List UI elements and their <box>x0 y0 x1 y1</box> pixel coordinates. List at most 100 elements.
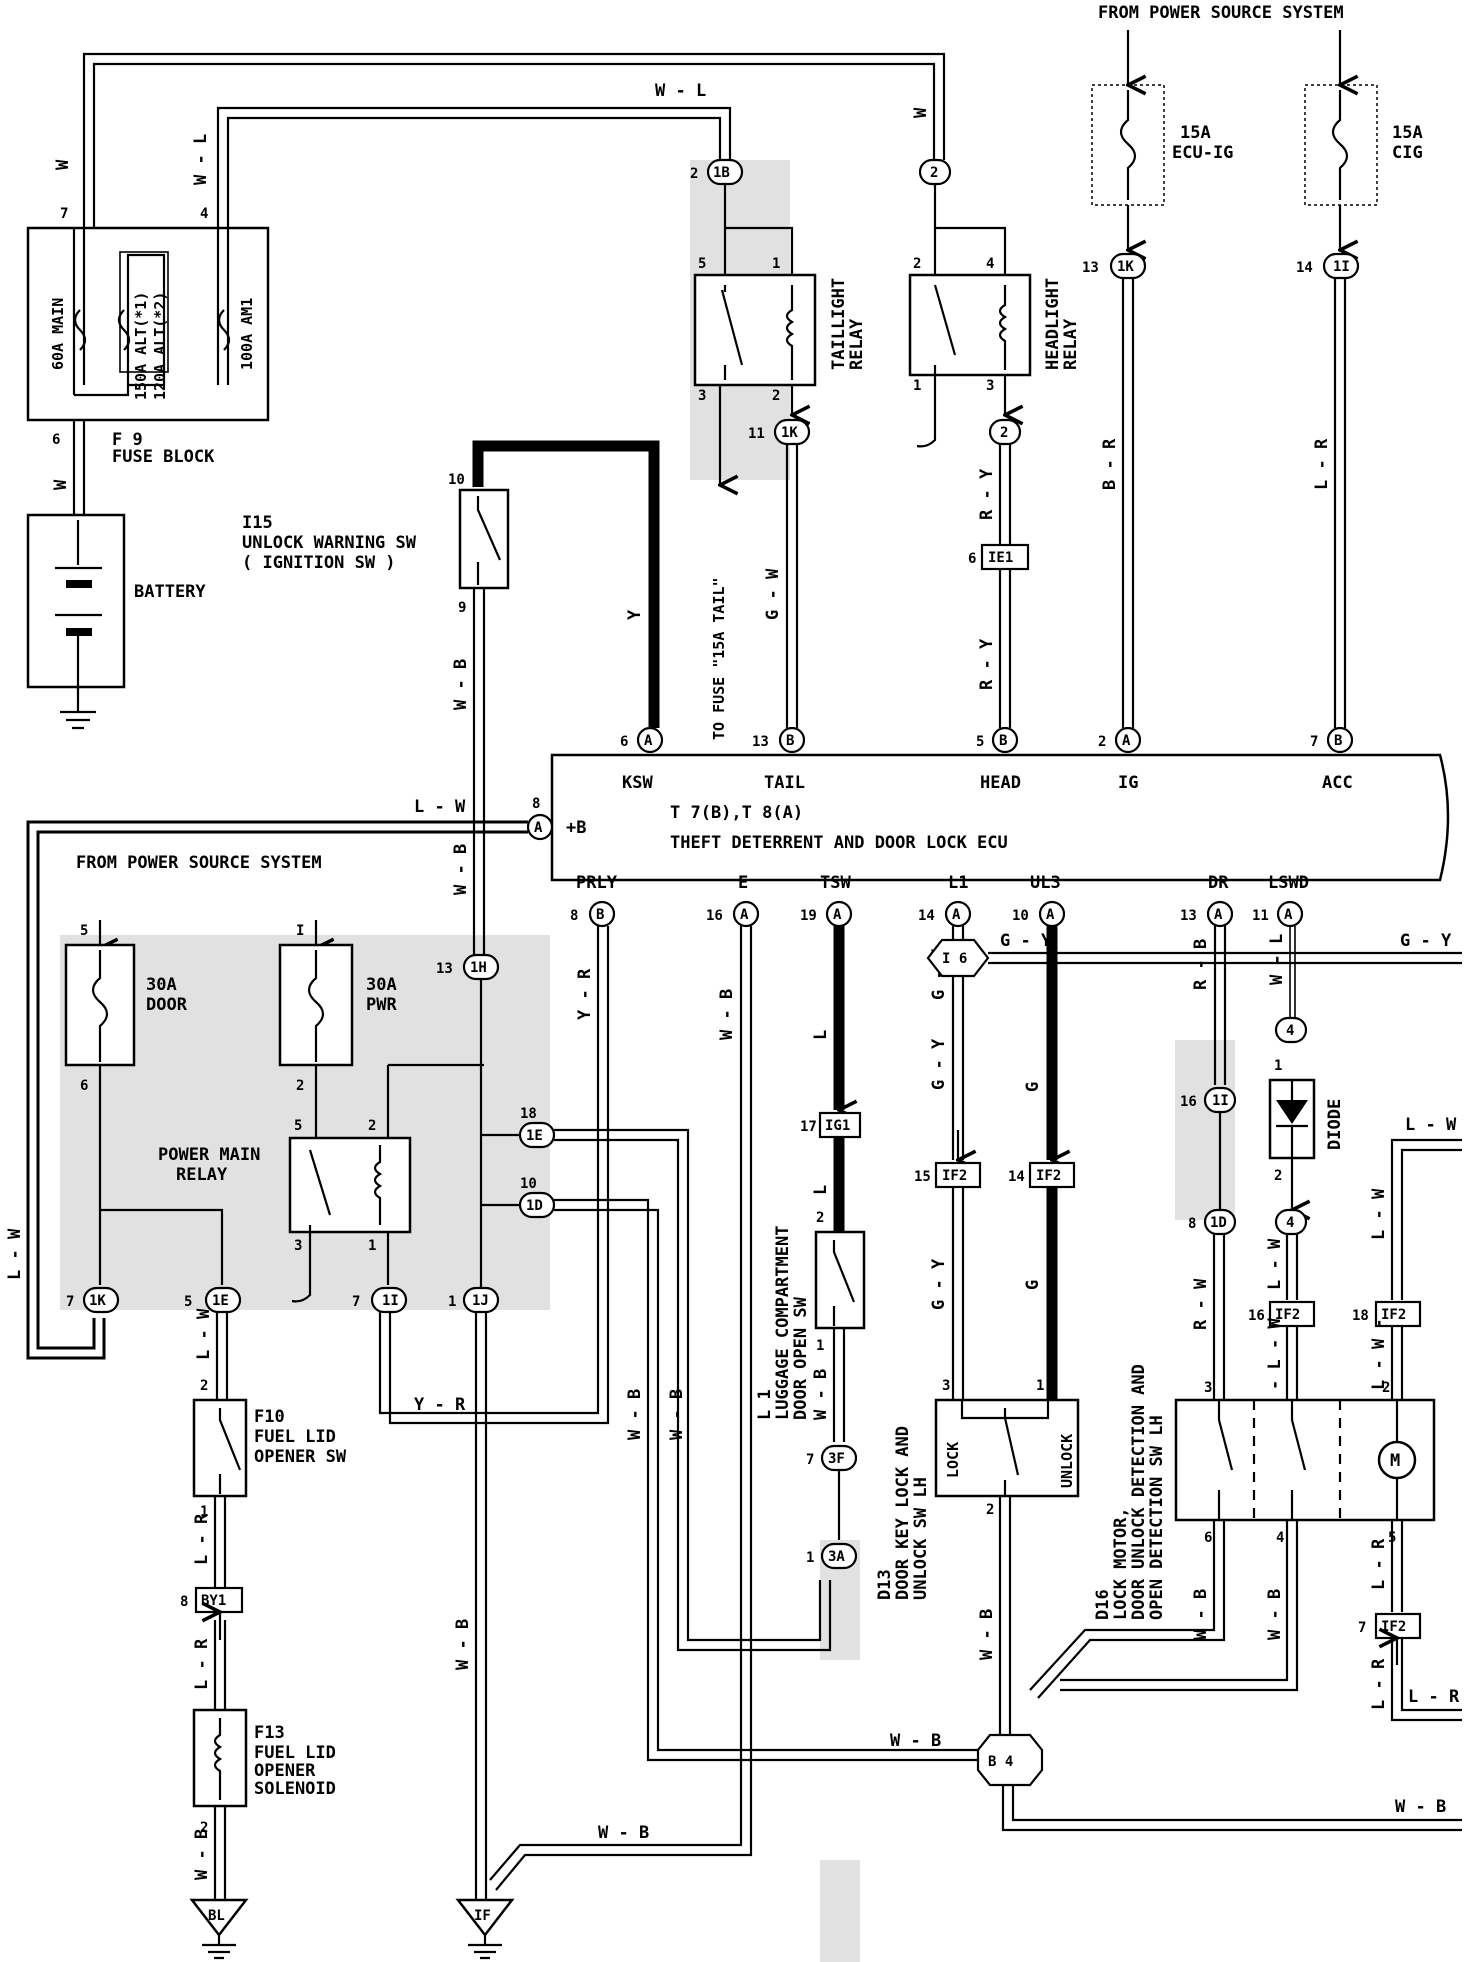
pin-label: 2 <box>200 1820 208 1836</box>
pin-label: I <box>296 923 304 939</box>
wire-color: W - B <box>1395 1797 1446 1817</box>
fuse-label-alt2: 120A ALT(*2) <box>151 292 169 400</box>
fuel-lid-solenoid <box>192 1708 248 1808</box>
ground-IF: IF <box>455 1898 515 1960</box>
svg-text:17: 17 <box>800 1119 817 1135</box>
wire-color: W - B <box>192 1829 212 1880</box>
ecu-box: KSW TAIL HEAD IG ACC +B T 7(B),T 8(A) TH… <box>550 753 1450 893</box>
wire-color: L - W - <box>1369 1318 1389 1390</box>
pin-label: 3 <box>294 1238 302 1254</box>
svg-text:I 6: I 6 <box>942 951 967 967</box>
ecu-terminal-lswd: LSWD <box>1268 873 1309 893</box>
connector-3A: 3A 1 <box>806 1542 858 1570</box>
svg-text:5: 5 <box>184 1294 192 1310</box>
pin-label: 3 <box>942 1378 950 1394</box>
connector-1E-low: 1E 5 <box>184 1286 242 1314</box>
unlock-warning-switch <box>458 488 510 590</box>
svg-text:IF2: IF2 <box>1381 1307 1406 1323</box>
svg-text:1: 1 <box>806 1550 814 1566</box>
svg-text:IE1: IE1 <box>988 550 1013 566</box>
wire-color: W - B <box>1265 1589 1285 1640</box>
relay-label: HEADLIGHT <box>1043 278 1063 370</box>
wire-color: L - R <box>192 1513 212 1565</box>
wire-color: Y - R <box>575 968 595 1020</box>
svg-text:16: 16 <box>1180 1094 1197 1110</box>
svg-text:IF2: IF2 <box>942 1168 967 1184</box>
wire-color: L - R <box>1369 1538 1389 1590</box>
fuel-lid-sw-label: FUEL LID <box>254 1427 336 1447</box>
svg-text:A: A <box>952 907 961 923</box>
wire-color: R - B <box>1191 939 1211 990</box>
connector-BY1: BY1 8 <box>180 1586 244 1614</box>
fuse-label-alt1: 150A ALT(*1) <box>132 292 150 400</box>
svg-text:8: 8 <box>570 908 578 924</box>
svg-text:A: A <box>644 733 653 749</box>
fuse-ecu-ig: 15A ECU-IG <box>1091 30 1233 206</box>
fuse-label-main: 60A MAIN <box>49 298 67 370</box>
pin-label: 1 <box>913 378 921 394</box>
pin-label: 13 <box>1082 260 1099 276</box>
svg-text:1K: 1K <box>781 425 798 441</box>
pin-label: 3 <box>698 388 706 404</box>
svg-text:5: 5 <box>976 734 984 750</box>
pin-label: 3 <box>986 378 994 394</box>
wire-color: G - Y <box>1000 931 1052 951</box>
wire-color: L - R <box>1408 1687 1460 1707</box>
connector-3F: 3F 7 <box>806 1444 858 1472</box>
svg-text:BL: BL <box>208 1908 225 1924</box>
wire-color: W - B <box>717 989 737 1040</box>
door-key-switch: LOCK UNLOCK <box>934 1398 1080 1498</box>
svg-text:3A: 3A <box>828 1549 845 1565</box>
solenoid-id: F13 <box>254 1723 285 1743</box>
svg-text:IF2: IF2 <box>1275 1307 1300 1323</box>
ecu-bottom-connectors: B 8 A 16 A 19 A 14 A 10 A 13 A 11 <box>570 900 1304 928</box>
ecu-terminal-tail: TAIL <box>764 773 805 793</box>
connector-1E-side: 1E 18 <box>518 1106 556 1149</box>
fuse-cig: 15A CIG <box>1304 30 1423 206</box>
svg-text:7: 7 <box>1310 734 1318 750</box>
pin-label: 2 <box>368 1118 376 1134</box>
connector-1B: 1B <box>706 158 744 186</box>
pin-label: 9 <box>458 600 466 616</box>
wire-color: G <box>1023 1082 1043 1092</box>
ground-BL: BL <box>189 1898 249 1960</box>
pin-label: 1 <box>200 1504 208 1520</box>
pin-label: 5 <box>294 1118 302 1134</box>
pin-label: 6 <box>1204 1530 1212 1546</box>
relay-label: TAILLIGHT <box>829 278 849 370</box>
svg-text:6: 6 <box>620 734 628 750</box>
diode <box>1268 1078 1316 1160</box>
solenoid-label2: OPENER <box>254 1761 316 1781</box>
svg-text:A: A <box>1046 907 1055 923</box>
fuse-rating: 30A <box>146 975 177 995</box>
pin-label: 4 <box>986 256 994 272</box>
ecu-top-connectors: A 6 B 13 B 5 A 2 B 7 <box>620 726 1354 754</box>
solenoid-label3: SOLENOID <box>254 1779 336 1799</box>
fuse-label-am1: 100A AM1 <box>238 298 256 370</box>
pin-label: 7 <box>60 206 68 222</box>
svg-text:1H: 1H <box>470 960 487 976</box>
svg-text:1I: 1I <box>382 1293 399 1309</box>
luggage-switch <box>814 1230 866 1330</box>
wire-color: W <box>53 159 73 170</box>
svg-text:1K: 1K <box>89 1293 106 1309</box>
ecu-terminal-e: E <box>738 873 748 893</box>
connector-IE1: IE1 <box>980 543 1030 571</box>
svg-text:A: A <box>1214 907 1223 923</box>
pin-label: 5 <box>698 256 706 272</box>
luggage-sw-label: LUGGAGE COMPARTMENT <box>773 1226 793 1420</box>
connector-1K-low: 1K 7 <box>66 1286 120 1314</box>
door-key-sw-label2: UNLOCK SW LH <box>911 1477 931 1600</box>
fuel-lid-sw-label2: OPENER SW <box>254 1447 347 1467</box>
ecu-terminal-head: HEAD <box>980 773 1021 793</box>
pin-label: 6 <box>52 432 60 448</box>
svg-text:4: 4 <box>1286 1215 1294 1231</box>
pin-label: 11 <box>748 426 765 442</box>
wire-color: R - W <box>1191 1278 1211 1330</box>
relay-label: RELAY <box>1061 318 1081 370</box>
pin-label: 2 <box>1382 1380 1390 1396</box>
wire-color: W - B <box>1191 1589 1211 1640</box>
svg-text:A: A <box>1284 907 1293 923</box>
svg-text:A: A <box>1122 733 1131 749</box>
